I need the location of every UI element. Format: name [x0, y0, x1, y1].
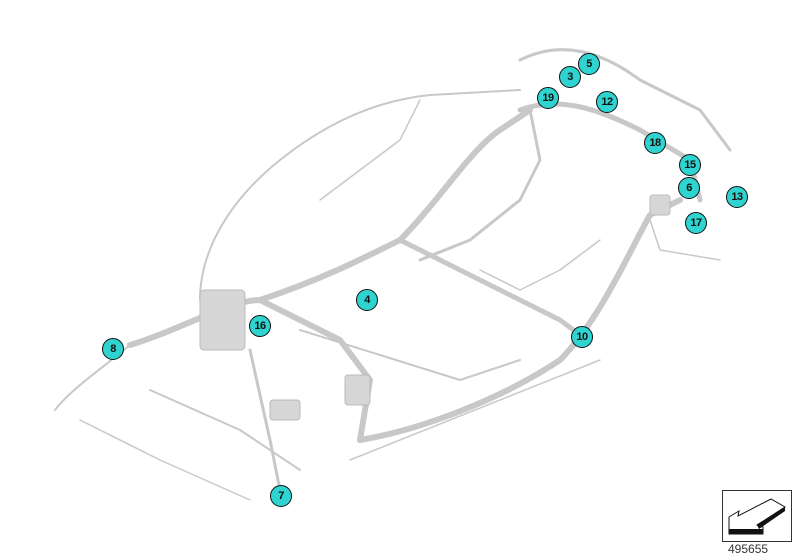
callout-3[interactable]: 3 — [559, 66, 581, 88]
view-direction-box — [722, 490, 792, 542]
callout-13[interactable]: 13 — [726, 186, 748, 208]
callout-15[interactable]: 15 — [679, 154, 701, 176]
callout-6[interactable]: 6 — [678, 177, 700, 199]
callout-4[interactable]: 4 — [356, 289, 378, 311]
callout-10[interactable]: 10 — [571, 326, 593, 348]
direction-arrow-icon — [728, 498, 786, 535]
callout-12[interactable]: 12 — [596, 91, 618, 113]
callout-5[interactable]: 5 — [578, 53, 600, 75]
callout-17[interactable]: 17 — [685, 212, 707, 234]
callout-18[interactable]: 18 — [644, 132, 666, 154]
diagram-number: 495655 — [728, 542, 769, 556]
callout-19[interactable]: 19 — [537, 87, 559, 109]
callout-16[interactable]: 16 — [249, 315, 271, 337]
callout-8[interactable]: 8 — [102, 338, 124, 360]
callout-7[interactable]: 7 — [270, 485, 292, 507]
